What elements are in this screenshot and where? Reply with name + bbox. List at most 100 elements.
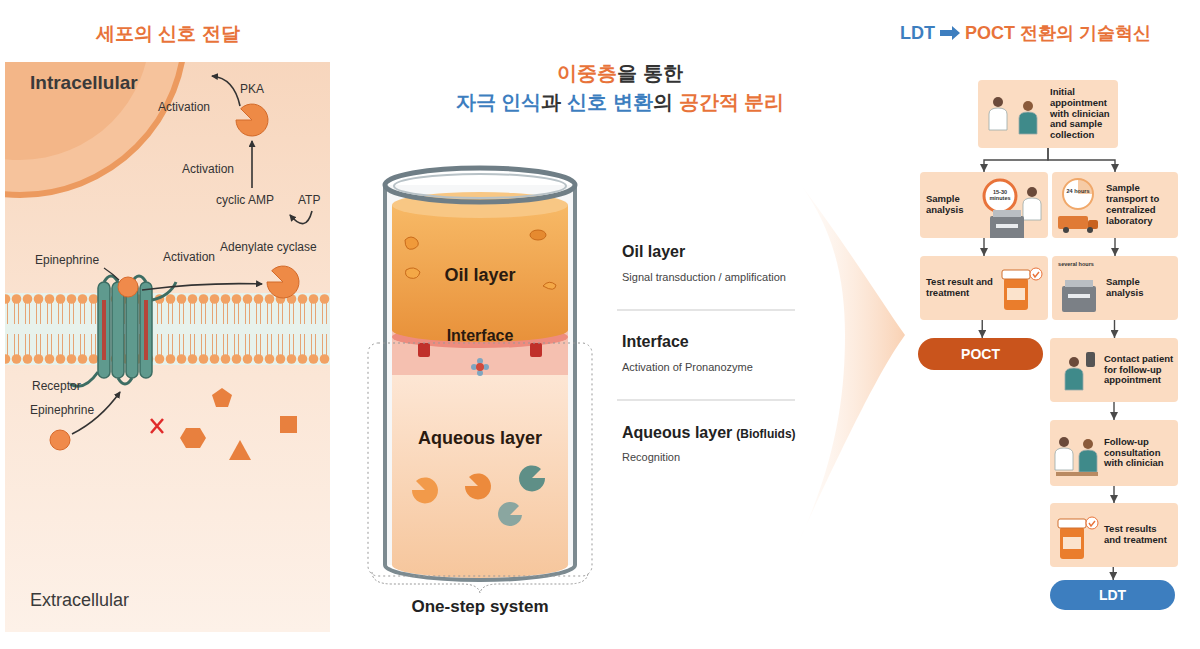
icon-label: several hours xyxy=(1056,261,1096,267)
label: PKA xyxy=(240,82,264,96)
node-text: POCT xyxy=(961,346,1000,362)
bottle-cap xyxy=(1058,519,1086,528)
leader-line xyxy=(104,268,119,280)
block-mark xyxy=(151,419,163,433)
process-box: Test results and treatment xyxy=(1050,503,1178,567)
layer-band: Oil layer xyxy=(395,254,565,296)
brace xyxy=(372,572,588,593)
label: Epinephrine xyxy=(35,253,99,267)
flow-arrow xyxy=(1113,402,1114,420)
phone xyxy=(1086,352,1095,367)
text-line: 이중층을 통한 xyxy=(557,60,683,87)
label: cyclic AMP xyxy=(216,193,274,207)
bottle-label xyxy=(1007,288,1025,300)
activation-arrow xyxy=(251,141,253,188)
node-text: LDT xyxy=(1099,587,1126,603)
layer-band: Aqueous layer xyxy=(395,418,565,458)
flow-arrow xyxy=(983,238,984,256)
analyzer xyxy=(990,216,1024,238)
node-text: Initial appointment with clinician and s… xyxy=(1050,87,1114,142)
node-text: Sample transport to centralized laborato… xyxy=(1106,183,1174,227)
heading-part: 이중층 xyxy=(557,62,617,84)
person-body xyxy=(989,108,1007,130)
text-line: 자극 인식과신호 변환의공간적 분리 xyxy=(456,89,785,116)
dashed-bracket xyxy=(368,343,592,576)
label: ATP xyxy=(298,193,320,207)
label: Interface xyxy=(622,333,689,351)
label: One-step system xyxy=(412,597,549,617)
ligand-shape xyxy=(280,416,297,433)
flow-arrow xyxy=(984,148,1048,172)
label: Signal transduction / amplification xyxy=(622,271,786,283)
flow-arrow xyxy=(1048,148,1115,172)
person-head xyxy=(1083,439,1093,449)
heading-part: Aqueous layer xyxy=(622,424,732,441)
conversion-arrow xyxy=(290,211,312,224)
node-text: Test results and treatment xyxy=(1104,524,1174,546)
epinephrine-ball xyxy=(118,277,138,297)
pka xyxy=(236,104,268,136)
ligand-shape xyxy=(212,388,232,407)
result-pill: LDT xyxy=(1050,580,1175,610)
van xyxy=(1058,216,1088,229)
person-body xyxy=(1055,448,1073,470)
analyzer-top xyxy=(993,210,1021,217)
epinephrine-ball xyxy=(50,430,70,450)
heading-part: 을 통한 xyxy=(617,62,683,84)
person-head xyxy=(1069,357,1079,367)
clock xyxy=(1063,179,1093,209)
flow-arrow xyxy=(1114,238,1115,256)
flow-arrow xyxy=(1114,320,1115,338)
node-text: Aqueous layer xyxy=(418,428,542,449)
flow-arrow xyxy=(982,320,983,338)
activation-arrow xyxy=(212,76,240,106)
heading-part: 의 xyxy=(653,91,673,113)
bottle-label xyxy=(1063,537,1081,549)
icon-label: 24 hours xyxy=(1063,188,1093,194)
bottle xyxy=(1060,527,1084,559)
bottle-cap xyxy=(1002,270,1030,279)
heading-part: (Biofluids) xyxy=(736,427,795,441)
label: Adenylate cyclase xyxy=(220,240,317,254)
text-line: Aqueous layer (Biofluids) xyxy=(622,424,796,442)
label: Recognition xyxy=(622,451,680,463)
node-text: Follow-up consultation with clinician xyxy=(1104,437,1174,470)
ligand-shape xyxy=(229,440,251,460)
heading-part: 자극 인식 xyxy=(456,91,542,113)
label: Oil layer xyxy=(622,243,685,261)
check-mark xyxy=(1030,268,1042,280)
node-text: Sample analysis xyxy=(926,194,986,216)
ligand-shape xyxy=(180,428,206,448)
adenylate-cyclase xyxy=(267,266,299,298)
node-text: Interface xyxy=(447,327,514,345)
heading-part: 공간적 분리 xyxy=(679,91,785,113)
heading-part: POCT 전환의 기술혁신 xyxy=(965,23,1151,43)
check-mark xyxy=(1033,272,1039,277)
icon-label: 15-30 minutes xyxy=(984,189,1016,201)
label: Activation xyxy=(158,100,210,114)
node-text: Oil layer xyxy=(444,265,515,286)
node-text: Contact patient for follow-up appointmen… xyxy=(1104,354,1174,387)
label: Activation xyxy=(182,162,234,176)
bilayer-cylinder xyxy=(385,168,575,580)
process-box: Follow-up consultation with clinician xyxy=(1050,420,1178,486)
node-text: Sample analysis xyxy=(1106,277,1174,299)
check-mark xyxy=(1086,517,1098,529)
heading-part: 과 xyxy=(541,91,561,113)
label: 세포의 신호 전달 xyxy=(96,21,240,47)
person-head xyxy=(1027,187,1037,197)
receptor xyxy=(70,276,176,386)
process-box: Contact patient for follow-up appointmen… xyxy=(1050,338,1178,402)
person-body xyxy=(1019,112,1037,134)
person-head xyxy=(993,97,1003,107)
transition-arrow xyxy=(790,170,905,560)
person-head xyxy=(1023,101,1033,111)
label: Activation xyxy=(163,250,215,264)
bottle xyxy=(1004,278,1028,310)
label: Extracellular xyxy=(30,590,129,611)
label: Intracellular xyxy=(30,72,138,94)
heading-part: LDT xyxy=(900,23,935,43)
label: Receptor xyxy=(32,379,81,393)
label: Epinephrine xyxy=(30,403,94,417)
activation-arrow xyxy=(142,284,262,290)
